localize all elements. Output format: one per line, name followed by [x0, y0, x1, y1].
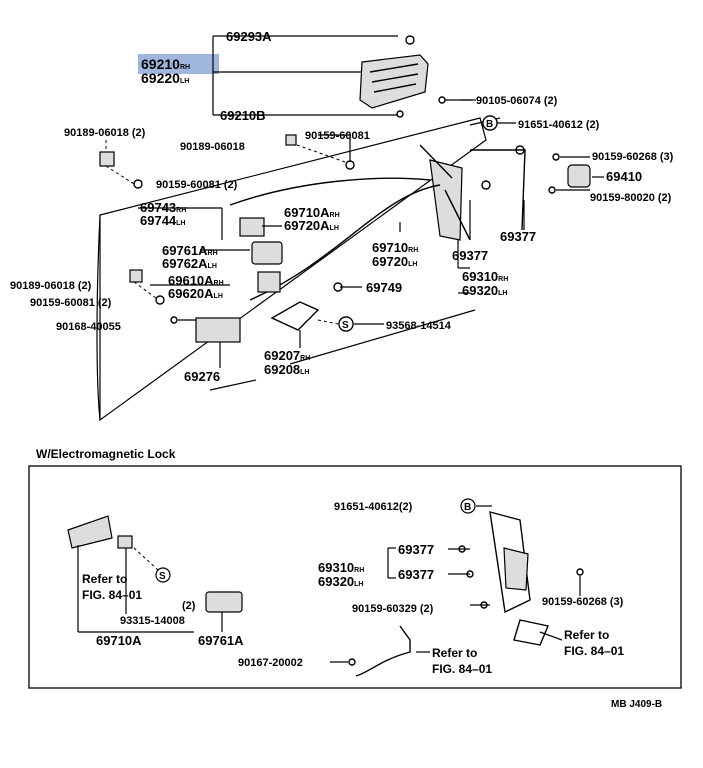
label-91651-40612: 91651-40612 (2) — [518, 119, 600, 131]
label-69208: 69208LH — [264, 362, 310, 377]
label-69377-b: 69377 — [452, 248, 488, 263]
inset-refer2-line1: Refer to — [564, 628, 609, 642]
inset-label-91651-40612: 91651-40612(2) — [334, 501, 413, 513]
label-69310: 69310RH — [462, 269, 508, 284]
part-highlight-box — [138, 54, 219, 74]
inset-title: W/Electromagnetic Lock — [36, 447, 176, 461]
inset-label-93315-14008: 93315-14008 — [120, 615, 185, 627]
label-69293A: 69293A — [226, 29, 272, 44]
label-90159-60081-a: 90159-60081 — [305, 130, 370, 142]
label-93568-14514: 93568-14514 — [386, 320, 452, 332]
label-90189-06018-b: 90189-06018 — [180, 141, 245, 153]
label-90189-06018-c: 90189-06018 (2) — [10, 280, 92, 292]
label-69410: 69410 — [606, 169, 642, 184]
inset-refer1-line2: FIG. 84–01 — [82, 588, 142, 602]
inset-label-90159-60268: 90159-60268 (3) — [542, 596, 624, 608]
label-69749: 69749 — [366, 280, 402, 295]
label-69762A: 69762ALH — [162, 256, 217, 271]
label-69610A: 69610ARH — [168, 273, 224, 288]
inset-label-90167-20002: 90167-20002 — [238, 657, 303, 669]
label-69207: 69207RH — [264, 348, 310, 363]
misc-parts — [99, 115, 498, 343]
label-69320: 69320LH — [462, 283, 508, 298]
label-69220: 69220LH — [141, 70, 189, 86]
label-69620A: 69620ALH — [168, 286, 223, 301]
circle-s-marker: S — [342, 320, 349, 331]
label-69710A: 69710ARH — [284, 205, 340, 220]
label-69761A: 69761ARH — [162, 243, 218, 258]
label-90189-06018-a: 90189-06018 (2) — [64, 127, 146, 139]
inset-label-90159-60329: 90159-60329 (2) — [352, 603, 434, 615]
inset-label-69310: 69310RH — [318, 560, 364, 575]
label-69210: 69210RH — [141, 56, 190, 72]
label-90159-80020: 90159-80020 (2) — [590, 192, 672, 204]
inset-circle-b-marker: B — [464, 502, 471, 513]
inset-leaders — [77, 498, 581, 663]
inset-refer3-line2: FIG. 84–01 — [432, 662, 492, 676]
label-90159-60268: 90159-60268 (3) — [592, 151, 674, 163]
inset-parts — [67, 511, 584, 677]
leader-lines-top — [212, 35, 398, 116]
inset-label-69320: 69320LH — [318, 574, 364, 589]
door-latch-assembly — [229, 144, 526, 301]
label-69720: 69720LH — [372, 254, 418, 269]
footer-drawing-code: MB J409-B — [611, 699, 662, 710]
inset-label-2: (2) — [182, 600, 196, 612]
label-69377-a: 69377 — [500, 229, 536, 244]
inset-refer2-line2: FIG. 84–01 — [564, 644, 624, 658]
inset-frame — [28, 465, 682, 689]
leader-lines-main — [105, 99, 604, 391]
inset-label-69761A: 69761A — [198, 633, 244, 648]
label-90159-60081-c: 90159-60081 (2) — [30, 297, 112, 309]
inset-label-69377-b: 69377 — [398, 567, 434, 582]
label-69743: 69743RH — [140, 200, 186, 215]
label-69710: 69710RH — [372, 240, 418, 255]
circle-b-marker: B — [486, 119, 493, 130]
label-90159-60081-b: 90159-60081 (2) — [156, 179, 238, 191]
label-69276: 69276 — [184, 369, 220, 384]
inset-circle-s-marker: S — [159, 571, 166, 582]
label-69720A: 69720ALH — [284, 218, 339, 233]
main-labels: 69293A 69210RH 69220LH 69210B 90105-0607… — [10, 29, 674, 384]
inset-label-69377-a: 69377 — [398, 542, 434, 557]
inside-handle-part — [359, 35, 472, 118]
label-69210B: 69210B — [220, 108, 266, 123]
label-90168-40055: 90168-40055 — [56, 321, 121, 333]
inset-refer3-line1: Refer to — [432, 646, 477, 660]
inset-label-69710A: 69710A — [96, 633, 142, 648]
label-90105-06074: 90105-06074 (2) — [476, 95, 558, 107]
label-69744: 69744LH — [140, 213, 186, 228]
inset-labels: 91651-40612(2) B 69310RH 69320LH 69377 6… — [82, 501, 624, 676]
striker-part — [548, 153, 591, 194]
inset-refer1-line1: Refer to — [82, 572, 127, 586]
